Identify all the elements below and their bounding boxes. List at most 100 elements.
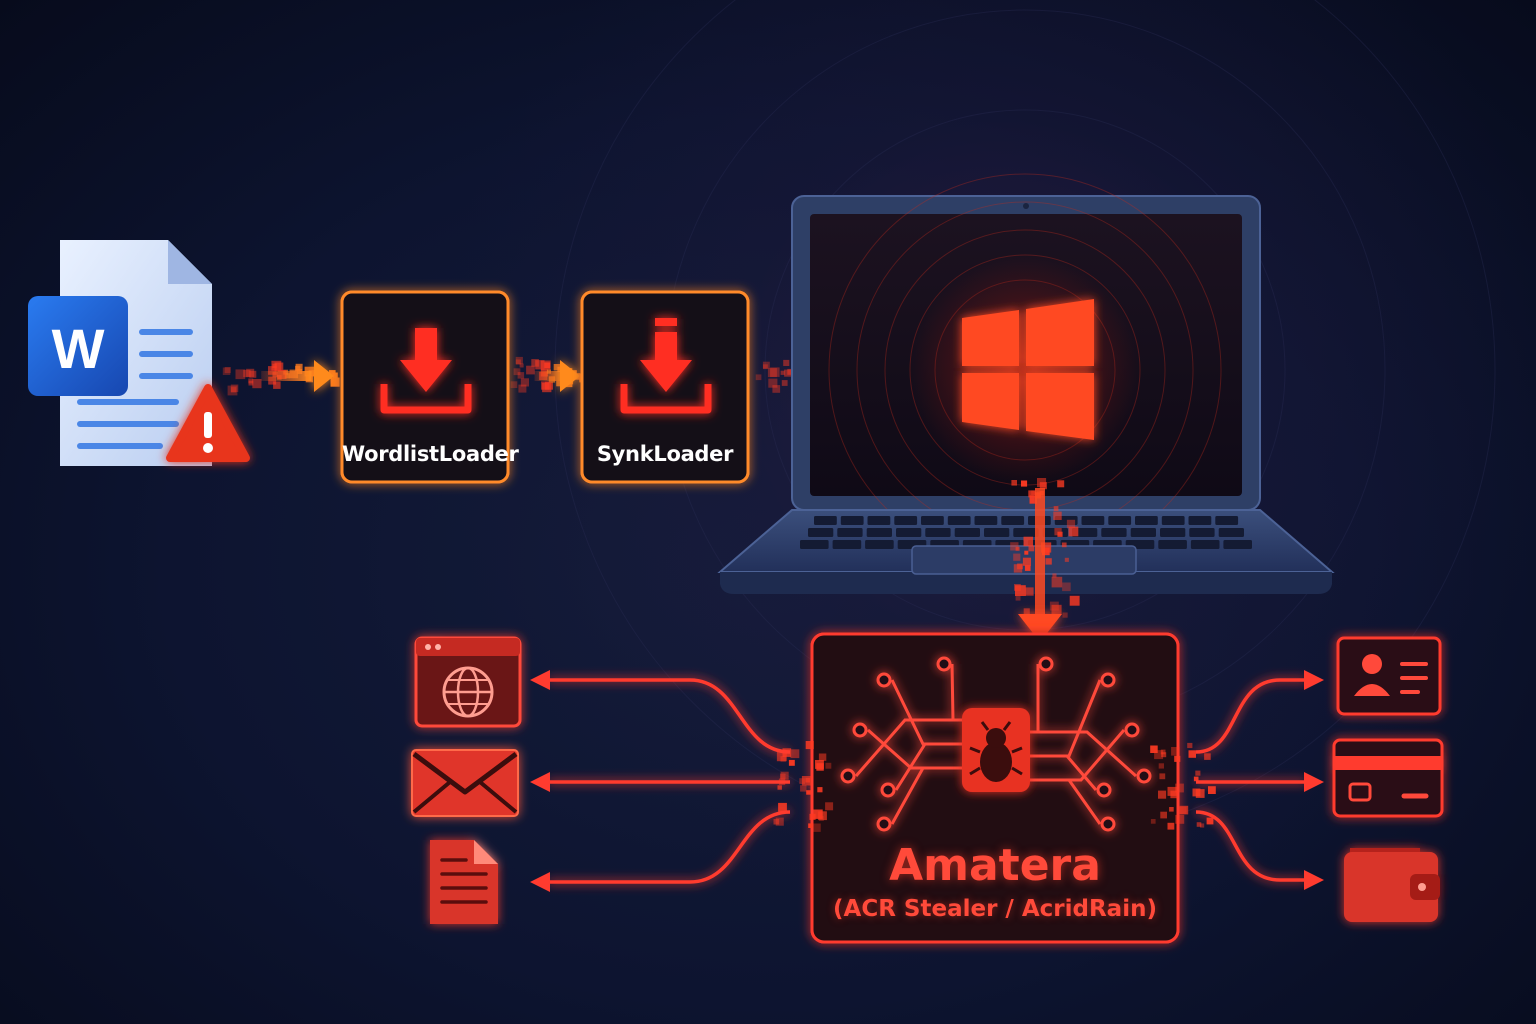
- arrow-head: [1018, 614, 1062, 642]
- pixel: [295, 365, 301, 372]
- circuit-trace: [1030, 754, 1098, 791]
- credit-card-icon: [1332, 738, 1444, 818]
- key: [832, 540, 862, 549]
- pixel: [825, 762, 832, 769]
- pixel: [1054, 528, 1062, 536]
- key: [947, 516, 971, 525]
- pixel: [553, 364, 561, 371]
- pixel: [1195, 770, 1201, 776]
- pixel: [541, 381, 550, 390]
- pixel: [1206, 817, 1214, 825]
- pixel: [1045, 558, 1052, 565]
- pixel: [1013, 553, 1021, 561]
- pixel: [556, 380, 562, 387]
- pixel: [1029, 496, 1037, 504]
- key: [1081, 516, 1105, 525]
- wordlistloader-node: [340, 290, 510, 484]
- pixel: [825, 802, 834, 811]
- pixel: [762, 361, 770, 369]
- key: [1189, 528, 1215, 537]
- pixel: [1179, 805, 1189, 815]
- pixel: [1159, 773, 1166, 780]
- flow-arrow-doc-to-wordlistloader: [222, 360, 340, 396]
- pixel: [1204, 753, 1211, 760]
- pixel: [783, 359, 790, 366]
- key: [1161, 516, 1185, 525]
- circuit-node: [852, 722, 868, 738]
- pixel: [1174, 755, 1181, 762]
- pixel: [249, 370, 257, 378]
- pixel: [806, 790, 811, 795]
- pixel: [755, 374, 762, 381]
- pixel: [1010, 542, 1019, 551]
- pixel: [230, 387, 237, 393]
- key: [1190, 540, 1220, 549]
- key: [866, 528, 892, 537]
- exfil-pixels-right: [1150, 742, 1216, 830]
- pixel: [248, 380, 254, 386]
- synkloader-label: SynkLoader: [596, 442, 734, 466]
- flow-bar: [1035, 488, 1045, 618]
- circuit-node: [1136, 768, 1152, 784]
- key: [894, 516, 918, 525]
- circuit-node: [1124, 722, 1140, 738]
- key: [1223, 540, 1252, 549]
- pixel: [1171, 747, 1180, 756]
- pixel: [1061, 542, 1067, 548]
- pixel: [778, 802, 787, 812]
- flow-bar: [534, 371, 566, 381]
- flow-bar: [261, 371, 312, 381]
- pixel: [274, 362, 284, 372]
- pixel: [819, 816, 824, 821]
- pixel: [1193, 776, 1199, 782]
- pixel: [1200, 823, 1205, 828]
- pixel: [1021, 480, 1028, 487]
- key: [1101, 528, 1127, 537]
- pixel: [777, 785, 782, 790]
- pixel: [1057, 531, 1063, 537]
- key: [925, 528, 951, 537]
- pixel: [773, 818, 780, 825]
- pixel: [787, 368, 794, 375]
- identity-card-icon: [1336, 636, 1442, 716]
- pixel: [1158, 763, 1164, 769]
- stealer-subtitle: (ACR Stealer / AcridRain): [833, 896, 1157, 922]
- pixel: [1208, 786, 1216, 794]
- pixel: [763, 364, 768, 370]
- pixel: [1187, 742, 1193, 749]
- pixel: [1064, 557, 1069, 562]
- pixel: [818, 811, 827, 821]
- circuit-node: [1100, 672, 1116, 688]
- pixel: [1062, 582, 1071, 592]
- pixel: [1049, 601, 1059, 611]
- download-icon: [620, 318, 712, 414]
- pixel: [1175, 783, 1184, 793]
- pixel: [780, 773, 786, 780]
- key: [921, 516, 944, 525]
- pixel: [224, 367, 231, 374]
- pixel: [1053, 511, 1062, 520]
- pixel: [1160, 749, 1166, 755]
- key: [867, 516, 891, 525]
- key: [974, 516, 998, 525]
- circuit-node: [936, 656, 952, 672]
- pixel: [1150, 819, 1156, 824]
- pixel: [770, 367, 780, 377]
- key: [1135, 516, 1158, 525]
- pixel: [809, 813, 816, 820]
- pixel: [1150, 745, 1158, 753]
- pixel: [800, 785, 807, 792]
- circuit-trace: [894, 742, 962, 791]
- pixel: [1188, 750, 1196, 758]
- pixel: [540, 360, 551, 371]
- pixel: [222, 367, 231, 375]
- pixel: [776, 751, 787, 762]
- pixel: [813, 809, 823, 819]
- key: [1215, 516, 1239, 525]
- key: [837, 528, 863, 537]
- key: [954, 528, 980, 537]
- pixel: [1052, 573, 1057, 578]
- pixel: [1039, 482, 1047, 490]
